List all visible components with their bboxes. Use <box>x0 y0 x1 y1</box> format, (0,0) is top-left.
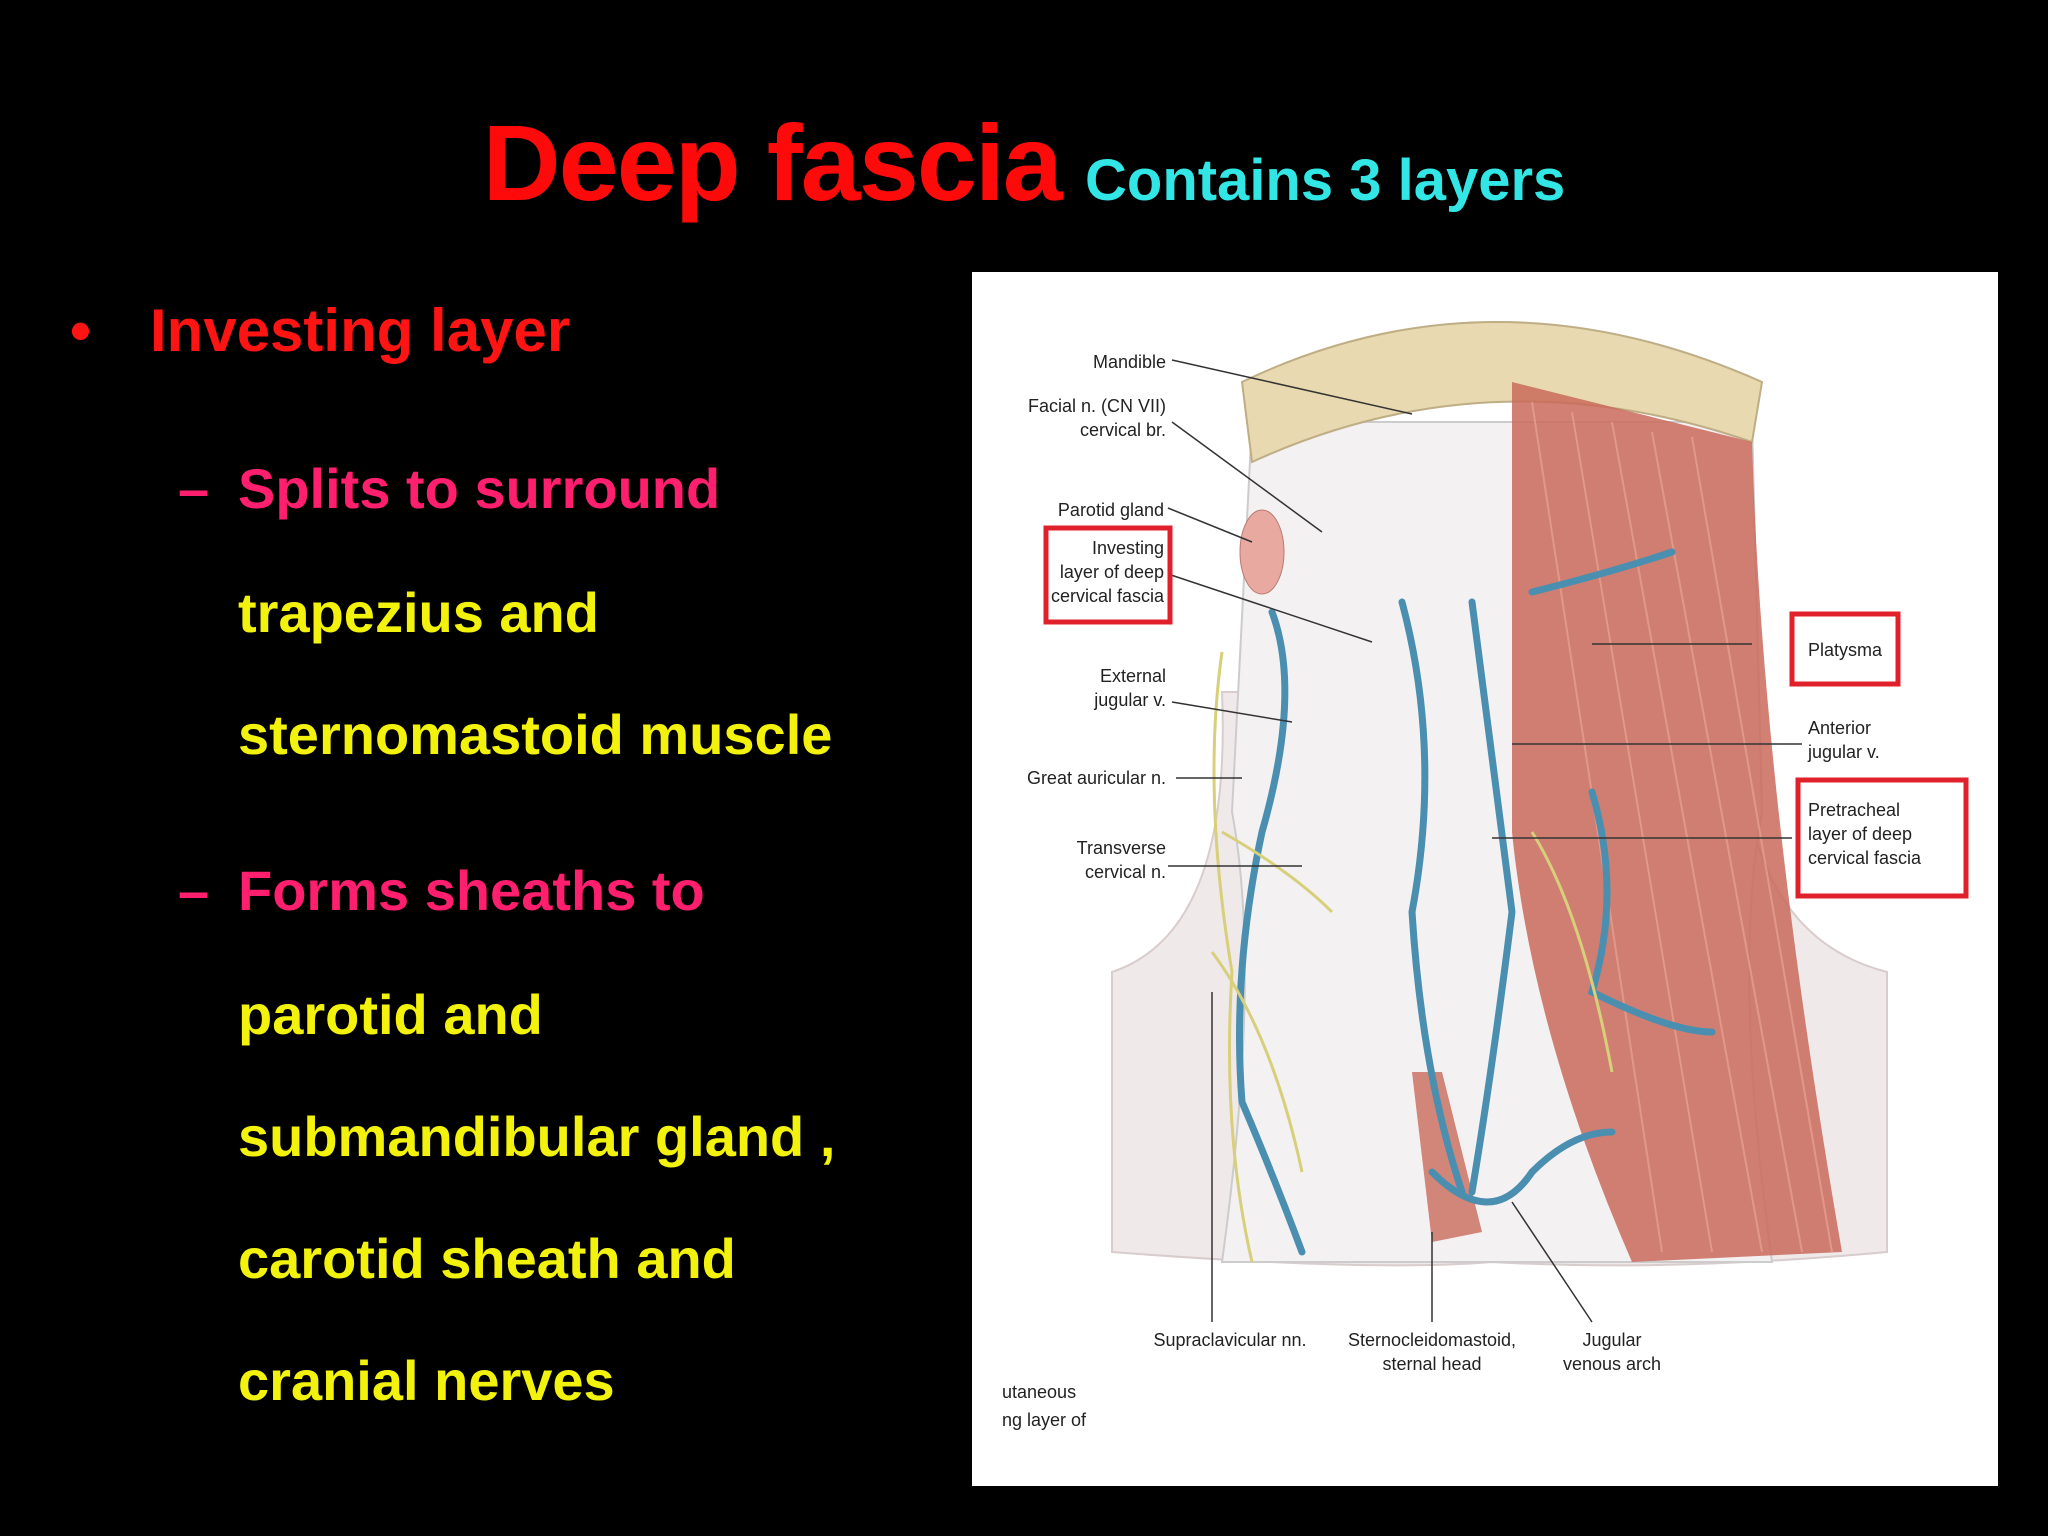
label-scm-1: Sternocleidomastoid, <box>1348 1330 1516 1350</box>
label-pretracheal-1: Pretracheal <box>1808 800 1900 820</box>
label-investing-1: Investing <box>1092 538 1164 558</box>
veins <box>1236 548 1716 1256</box>
slide-title-row: Deep fascia Contains 3 layers <box>0 100 2048 225</box>
label-scm-2: sternal head <box>1382 1354 1481 1374</box>
sub-bullet-line: parotid and <box>238 983 543 1046</box>
label-investing-3: cervical fascia <box>1051 586 1165 606</box>
label-pretracheal-2: layer of deep <box>1808 824 1912 844</box>
leader-lines <box>1167 359 1802 1323</box>
label-anterior-jugular-1: Anterior <box>1808 718 1871 738</box>
sub-bullet-line: carotid sheath and <box>238 1227 736 1290</box>
sub-bullet-dash: – <box>178 859 210 922</box>
parotid-gland <box>1239 509 1285 595</box>
bullet-list: •Investing layer –Splits to surround tra… <box>0 0 950 1536</box>
sub-bullet-line: cranial nerves <box>238 1349 615 1412</box>
bullet-investing-layer: • Investing layer <box>70 296 570 365</box>
label-anterior-jugular-2: jugular v. <box>1807 742 1880 762</box>
muscle-fibers <box>1531 401 1833 1253</box>
nerves <box>1210 651 1614 1263</box>
pretracheal-highlight <box>1795 777 1969 899</box>
sub-bullet-heading: Splits to surround <box>238 457 721 520</box>
investing-layer-highlight <box>1043 525 1173 625</box>
sub-bullet-line: trapezius and <box>238 581 599 644</box>
label-parotid: Parotid gland <box>1058 500 1164 520</box>
sub-bullet-splits: –Splits to surround <box>178 456 720 521</box>
sub-bullet-line: sternomastoid muscle <box>238 703 833 766</box>
label-supraclavicular: Supraclavicular nn. <box>1153 1330 1306 1350</box>
label-mandible: Mandible <box>1093 352 1166 372</box>
label-transverse-cervical-1: Transverse <box>1077 838 1166 858</box>
sub-bullet-forms: –Forms sheaths to <box>178 858 705 923</box>
neck-anatomy-figure: Mandible Facial n. (CN VII) cervical br.… <box>972 272 1998 1486</box>
bullet-text: Investing layer <box>150 297 571 364</box>
platysma-highlight <box>1789 611 1901 687</box>
label-facial-nerve: Facial n. (CN VII) <box>1028 396 1166 416</box>
label-transverse-cervical-2: cervical n. <box>1085 862 1166 882</box>
label-great-auricular: Great auricular n. <box>1027 768 1166 788</box>
label-external-jugular-2: jugular v. <box>1093 690 1166 710</box>
label-platysma: Platysma <box>1808 640 1883 660</box>
label-external-jugular-1: External <box>1100 666 1166 686</box>
mandible-bone <box>1240 321 1764 464</box>
label-jugular-arch-2: venous arch <box>1563 1354 1661 1374</box>
label-investing-2: layer of deep <box>1060 562 1164 582</box>
label-cut-1: utaneous <box>1002 1382 1076 1402</box>
anatomy-illustration: Mandible Facial n. (CN VII) cervical br.… <box>1002 321 1969 1430</box>
slide-title: Deep fascia <box>482 102 1063 223</box>
platysma-muscle <box>1512 382 1842 1262</box>
sub-bullet-line: submandibular gland , <box>238 1105 836 1168</box>
label-facial-nerve-branch: cervical br. <box>1080 420 1166 440</box>
bullet-marker: • <box>70 297 92 364</box>
label-cut-2: ng layer of <box>1002 1410 1087 1430</box>
label-jugular-arch-1: Jugular <box>1582 1330 1641 1350</box>
sub-bullet-dash: – <box>178 457 210 520</box>
slide-subtitle: Contains 3 layers <box>1085 148 1566 213</box>
highlight-boxes <box>1043 525 1969 899</box>
label-pretracheal-3: cervical fascia <box>1808 848 1922 868</box>
sub-bullet-heading: Forms sheaths to <box>238 859 705 922</box>
